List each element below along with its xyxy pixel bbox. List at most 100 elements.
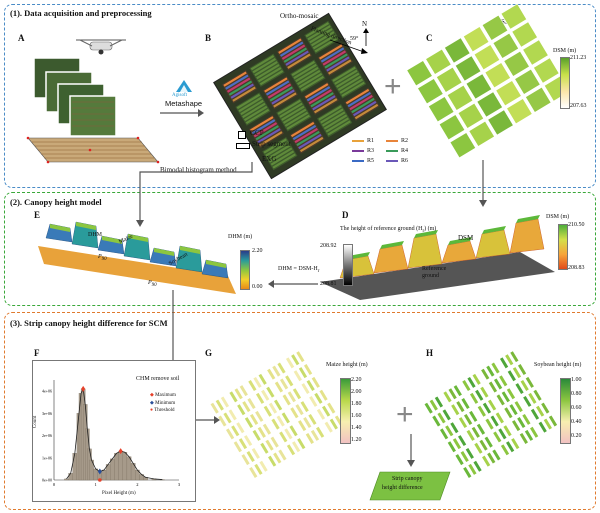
strip-segment bbox=[308, 413, 317, 425]
strip-segment bbox=[298, 420, 307, 432]
p90-label-2: P90 bbox=[148, 280, 157, 289]
minimum-marker bbox=[97, 468, 102, 475]
maximum-marker bbox=[81, 385, 86, 392]
strip-segment bbox=[316, 408, 326, 420]
strip-segment bbox=[292, 441, 301, 453]
strip-segment bbox=[471, 426, 480, 438]
strip-segment bbox=[469, 410, 478, 422]
strip-segment bbox=[225, 428, 235, 440]
maize-colorbar-tick: 2.00 bbox=[351, 389, 362, 395]
strip-segment bbox=[229, 391, 238, 403]
row-legend-item-r3: R3 bbox=[352, 148, 374, 154]
strip-segment bbox=[448, 388, 457, 400]
strip-segment bbox=[241, 454, 250, 466]
row-color-swatch-icon bbox=[352, 139, 364, 142]
angle-label: 59° bbox=[350, 36, 359, 42]
strip-segment bbox=[524, 429, 534, 441]
maize-colorbar bbox=[340, 378, 351, 444]
strip-segment bbox=[530, 408, 540, 420]
strip-segment bbox=[314, 392, 323, 404]
strip-segment bbox=[268, 455, 277, 467]
strip-segment bbox=[424, 402, 433, 414]
strip-segment bbox=[319, 389, 328, 401]
strip-segment bbox=[258, 373, 267, 385]
histogram-xtick: 3 bbox=[178, 482, 181, 487]
strip-segment bbox=[503, 425, 512, 437]
strip-segment bbox=[477, 405, 486, 417]
strip-segment bbox=[506, 441, 515, 453]
strip-segment bbox=[469, 392, 479, 404]
strip-segment bbox=[548, 415, 558, 427]
p90-label-1: P90 bbox=[98, 254, 107, 263]
strip-segment bbox=[273, 452, 282, 464]
strip-segment bbox=[496, 394, 505, 406]
soybean-colorbar-tick: 0.40 bbox=[571, 419, 582, 425]
histogram-bar bbox=[122, 452, 128, 481]
strip-segment bbox=[266, 386, 275, 398]
strip-segment bbox=[538, 421, 547, 433]
north-arrow-icon bbox=[363, 28, 369, 46]
soybean-colorbar bbox=[560, 378, 571, 444]
metashape-brand: Agisoft bbox=[172, 93, 187, 98]
maize-colorbar-tick: 2.20 bbox=[351, 377, 362, 383]
strip-segment bbox=[291, 354, 300, 366]
strip-segment bbox=[270, 436, 279, 448]
histogram-bar bbox=[114, 453, 119, 481]
row-legend-item-r1: R1 bbox=[352, 138, 374, 144]
strip-segment bbox=[536, 405, 545, 417]
gcp-icon bbox=[238, 131, 246, 139]
maize-colorbar-tick: 1.60 bbox=[351, 413, 362, 419]
strip-segment bbox=[327, 402, 336, 414]
strip-segment bbox=[265, 439, 274, 451]
dsm-3d-min: 208.83 bbox=[568, 265, 585, 271]
strip-segment bbox=[239, 385, 248, 397]
strip-segment bbox=[506, 388, 516, 400]
strip-segment bbox=[484, 436, 493, 448]
strip-segment bbox=[460, 451, 469, 463]
result-box bbox=[369, 471, 451, 501]
soybean-colorbar-tick: 0.20 bbox=[571, 433, 582, 439]
strip-segment bbox=[279, 431, 288, 443]
histogram-ytick: 1e+06 bbox=[42, 455, 52, 460]
minimum-marker-icon: ◆ bbox=[150, 401, 154, 406]
strip-segment bbox=[437, 412, 446, 424]
row-legend-item-r6: R6 bbox=[386, 158, 408, 164]
strip-segment bbox=[520, 379, 529, 391]
maize-height-unit: Maize height (m) bbox=[326, 362, 368, 368]
strip-segment bbox=[249, 413, 259, 425]
metashape-name: Metashape bbox=[165, 99, 203, 108]
panel-letter-e: E bbox=[34, 210, 41, 220]
strip-segment bbox=[316, 426, 325, 438]
strip-segment bbox=[468, 463, 477, 475]
strip-segment bbox=[487, 452, 496, 464]
strip-segment bbox=[305, 432, 314, 444]
strip-segment bbox=[215, 399, 224, 411]
strip-segment bbox=[243, 435, 253, 447]
exg-label: EXG bbox=[262, 155, 277, 163]
strip-segment bbox=[234, 388, 243, 400]
planting-direction-arrow-icon bbox=[329, 39, 368, 54]
strip-segment bbox=[295, 404, 304, 416]
strip-segment bbox=[287, 391, 296, 403]
strip-segment bbox=[237, 404, 246, 416]
histogram-title: CHM remove soil bbox=[136, 376, 180, 382]
histogram-ytick: 2e+06 bbox=[42, 433, 52, 438]
dhm-formula: DHM = DSM-Hr bbox=[278, 266, 320, 275]
strip-segment bbox=[475, 389, 484, 401]
bimodal-method-label: Bimodal histogram method bbox=[160, 166, 237, 174]
strip-segment bbox=[457, 435, 467, 447]
strip-segment bbox=[514, 401, 523, 413]
row-color-swatch-icon bbox=[352, 159, 364, 162]
strip-segment bbox=[253, 376, 262, 388]
strip-segment bbox=[510, 351, 519, 363]
strip-segment bbox=[286, 444, 296, 456]
strip-segment bbox=[311, 376, 320, 388]
strip-segment bbox=[324, 421, 333, 433]
strip-segment bbox=[272, 365, 281, 377]
plus-icon: + bbox=[384, 70, 402, 103]
north-label: N bbox=[362, 20, 368, 28]
ortho-mosaic bbox=[213, 12, 387, 180]
strip-segment bbox=[263, 405, 272, 417]
row-color-swatch-icon bbox=[386, 149, 398, 152]
strip-segment bbox=[251, 447, 260, 459]
